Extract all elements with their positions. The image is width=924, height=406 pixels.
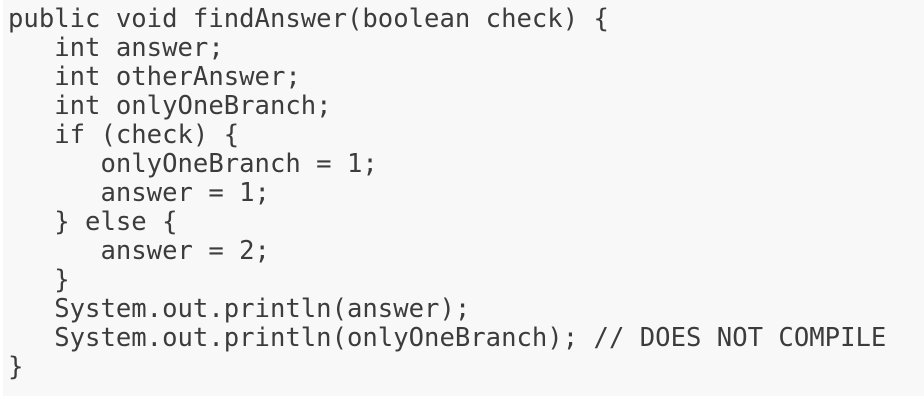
code-line: public void findAnswer(boolean check) { [8,4,609,34]
code-line: } [8,352,24,382]
code-line: } else { [8,207,178,237]
code-line: answer = 2; [8,236,270,266]
code-line: System.out.println(onlyOneBranch); // DO… [8,323,887,353]
code-line: int answer; [8,33,224,63]
code-content: public void findAnswer(boolean check) { … [3,5,924,382]
code-line: System.out.println(answer); [8,294,471,324]
code-line: int onlyOneBranch; [8,91,332,121]
code-line: } [8,265,70,295]
code-line: if (check) { [8,120,240,150]
code-line: answer = 1; [8,178,270,208]
code-line: int otherAnswer; [8,62,301,92]
code-listing: public void findAnswer(boolean check) { … [3,5,924,382]
code-block: public void findAnswer(boolean check) { … [3,0,924,396]
code-line: onlyOneBranch = 1; [8,149,378,179]
